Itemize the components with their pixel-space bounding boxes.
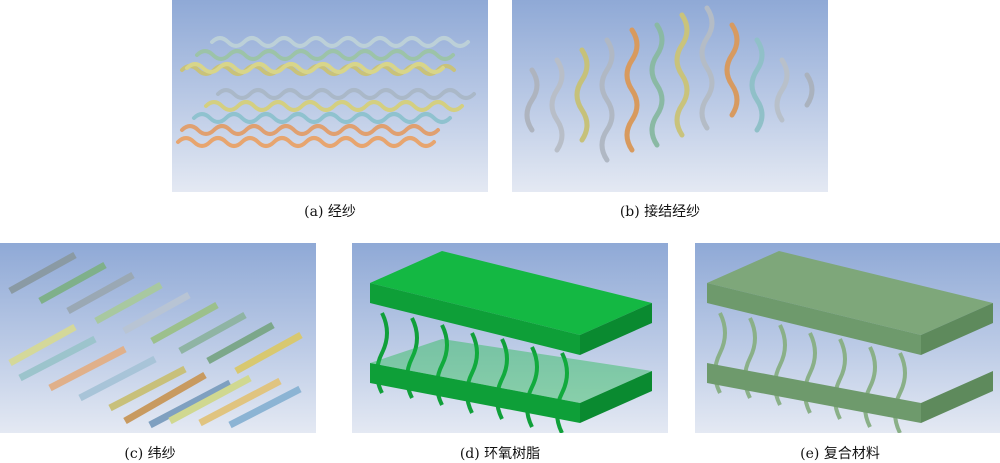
panel-e-composite-image [695,243,1000,433]
weft-yarn-render [8,251,303,429]
panel-b-binder-yarn-image [512,0,828,192]
caption-b: (b) 接结经纱 [619,204,701,220]
composite-render [707,251,993,433]
panel-a-warp-yarn-image [172,0,488,192]
caption-a: (a) 经纱 [304,204,356,220]
panel-c-weft-yarn-image [0,243,316,433]
caption-e: (e) 复合材料 [800,446,880,462]
caption-d: (d) 环氧树脂 [459,446,541,462]
epoxy-resin-render [370,251,652,433]
panel-d-epoxy-resin-image [352,243,668,433]
binder-yarn-render [524,5,815,163]
caption-c: (c) 纬纱 [124,446,176,462]
warp-yarn-render [176,36,476,148]
